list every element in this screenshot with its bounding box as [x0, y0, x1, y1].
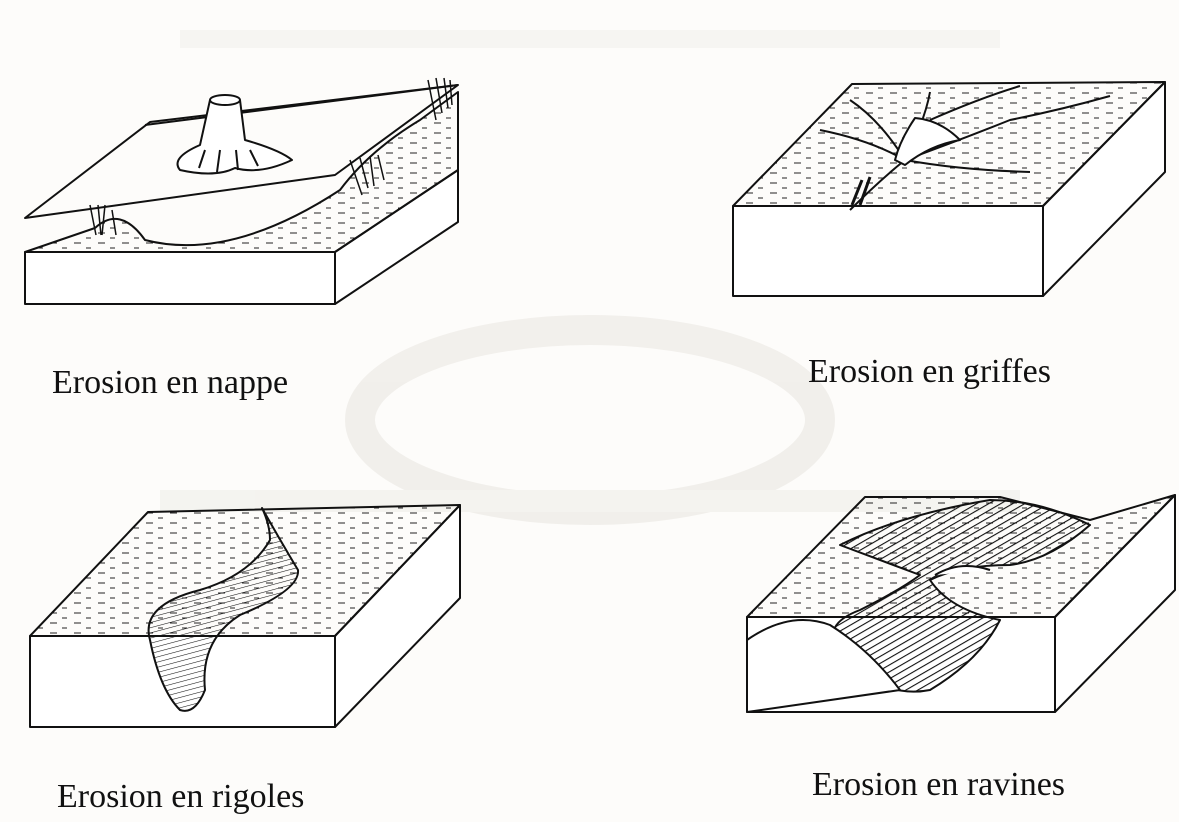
block-rigoles — [30, 505, 460, 727]
block-front-face — [733, 206, 1043, 296]
block-nappe — [25, 78, 458, 304]
caption-erosion-en-nappe: Erosion en nappe — [52, 366, 288, 400]
block-ravines — [747, 495, 1175, 712]
block-griffes — [733, 82, 1165, 296]
caption-erosion-en-griffes: Erosion en griffes — [808, 355, 1051, 389]
caption-erosion-en-ravines: Erosion en ravines — [812, 768, 1065, 802]
caption-erosion-en-rigoles: Erosion en rigoles — [57, 780, 304, 814]
block-front-face — [25, 252, 335, 304]
